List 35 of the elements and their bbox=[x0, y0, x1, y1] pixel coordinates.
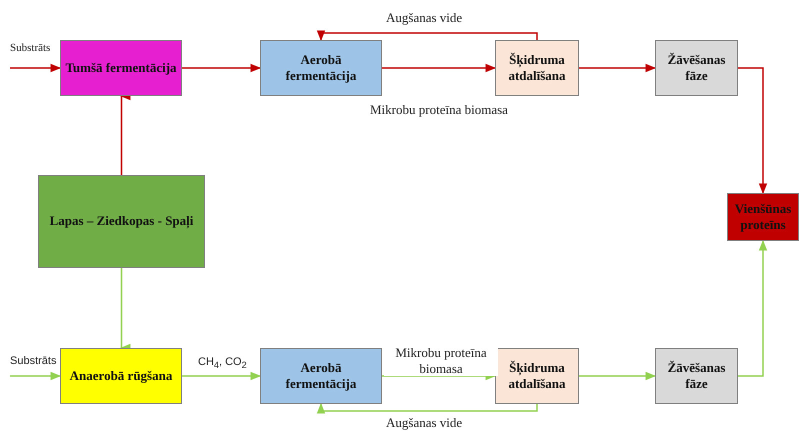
arrow bbox=[316, 402, 538, 414]
box-label: Tumšā fermentācija bbox=[65, 60, 177, 76]
edge-label: Augšanas vide bbox=[384, 10, 464, 26]
arrow bbox=[182, 64, 262, 72]
box-label: Žāvēšanas fāze bbox=[666, 360, 726, 392]
box-label: Anaerobā rūgšana bbox=[70, 368, 172, 384]
box-label: Vienšūnas proteīns bbox=[734, 200, 792, 234]
process-box bbox=[60, 40, 182, 96]
box-label: Žāvēšanas fāze bbox=[666, 52, 726, 84]
box-label: Lapas – Ziedkopas - Spaļi bbox=[50, 213, 194, 230]
box-label: Šķidruma atdalīšana bbox=[507, 360, 567, 392]
process-box bbox=[38, 175, 205, 268]
process-box bbox=[260, 348, 382, 404]
arrow bbox=[10, 64, 62, 72]
edge-label: Mikrobu proteīna biomasa bbox=[368, 102, 510, 118]
arrow bbox=[316, 30, 538, 42]
process-box bbox=[495, 40, 579, 96]
edge-label: Augšanas vide bbox=[384, 415, 464, 431]
arrow bbox=[738, 240, 768, 377]
edge-label: Mikrobu proteīna biomasa bbox=[384, 345, 498, 376]
process-box bbox=[260, 40, 382, 96]
box-label: Aerobā fermentācija bbox=[284, 52, 358, 84]
arrow bbox=[579, 372, 656, 380]
arrow bbox=[738, 67, 768, 194]
arrow bbox=[579, 64, 656, 72]
process-box bbox=[495, 348, 579, 404]
box-label: Aerobā fermentācija bbox=[284, 360, 358, 392]
process-box bbox=[60, 348, 182, 404]
process-box bbox=[727, 193, 799, 241]
arrow bbox=[10, 372, 62, 380]
arrow bbox=[382, 64, 496, 72]
process-box bbox=[655, 40, 738, 96]
box-label: Šķidruma atdalīšana bbox=[507, 52, 567, 84]
process-box bbox=[655, 348, 738, 404]
arrow bbox=[182, 372, 262, 380]
